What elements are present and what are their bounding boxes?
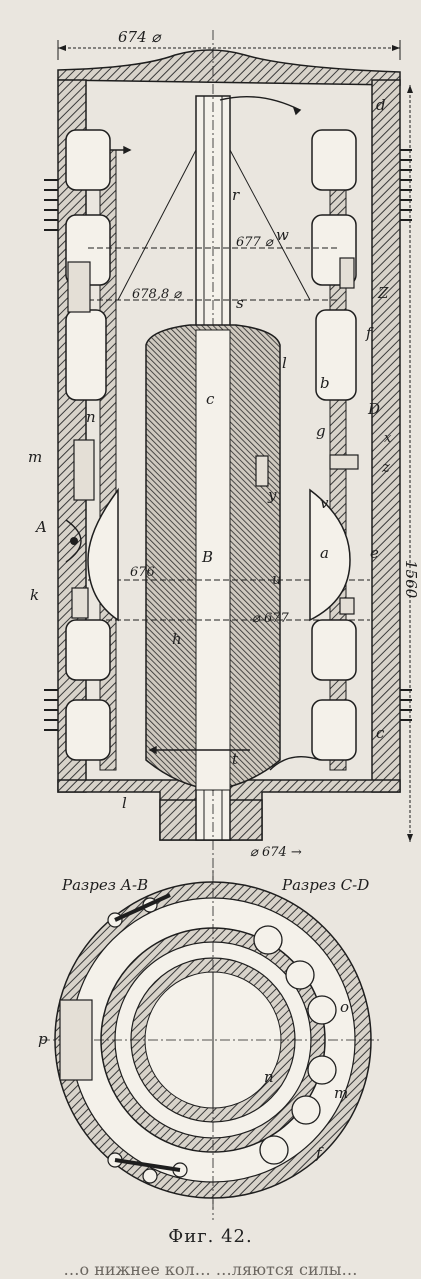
- label-k: k: [30, 586, 39, 604]
- section-label-p: p: [38, 1030, 48, 1048]
- section-label-o: o: [340, 998, 349, 1016]
- flow-arrows: [110, 96, 321, 771]
- label-Z: Z: [377, 284, 389, 302]
- dim-mid-lower-left: 676: [130, 565, 155, 580]
- label-g: g: [316, 422, 326, 440]
- label-l-lower: l: [122, 794, 127, 812]
- label-z: z: [381, 458, 390, 476]
- dim-inner-top: 677 ⌀: [236, 235, 274, 250]
- section-label-f: f: [315, 1144, 324, 1162]
- dim-top-width: 674 ⌀: [118, 28, 162, 46]
- label-a: a: [320, 544, 329, 562]
- label-b: b: [320, 374, 330, 392]
- label-f: f: [365, 324, 374, 342]
- piston-body: [145, 324, 281, 791]
- marker-A: [70, 537, 78, 545]
- dim-height: 1560: [402, 560, 420, 599]
- cross-section: Разрез А-В Разрез С-D o p n m: [38, 870, 380, 1210]
- label-l: l: [282, 354, 287, 372]
- dimension-top: 674 ⌀: [57, 28, 401, 60]
- label-m: m: [28, 448, 42, 466]
- label-v: v: [320, 494, 329, 512]
- cone-lines: [88, 149, 370, 621]
- label-e: e: [370, 544, 379, 562]
- label-n: n: [86, 408, 96, 426]
- partial-body-text: …о нижнее кол… …ляются силы…: [63, 1260, 358, 1279]
- dimension-height: 1560: [402, 85, 420, 842]
- section-right-title: Разрез С-D: [281, 876, 369, 894]
- label-h: h: [172, 630, 182, 648]
- cylinder-body: [44, 49, 412, 841]
- dim-mid-left: 678,8 ⌀: [132, 287, 182, 302]
- label-u: u: [272, 570, 282, 588]
- bolts: [67, 257, 359, 619]
- dim-bottom-width: ⌀ 674 →: [250, 845, 302, 860]
- label-c-lower: c: [376, 724, 385, 742]
- label-y: y: [267, 486, 277, 504]
- label-w: w: [276, 226, 289, 244]
- label-B: B: [201, 548, 213, 566]
- label-D: D: [367, 400, 380, 418]
- label-d: d: [376, 96, 386, 114]
- section-left-title: Разрез А-В: [61, 876, 148, 894]
- label-A: A: [34, 518, 47, 536]
- label-x: x: [384, 431, 392, 446]
- section-label-m: m: [334, 1084, 348, 1102]
- section-label-n: n: [264, 1068, 274, 1086]
- dim-mid-lower-right: ⌀ 677: [252, 611, 290, 626]
- label-s: s: [236, 294, 244, 312]
- label-t: t: [232, 750, 239, 768]
- chamber-a: [87, 487, 351, 622]
- figure-caption: Фиг. 42.: [168, 1226, 253, 1247]
- label-r: r: [232, 186, 240, 204]
- label-c: c: [206, 390, 215, 408]
